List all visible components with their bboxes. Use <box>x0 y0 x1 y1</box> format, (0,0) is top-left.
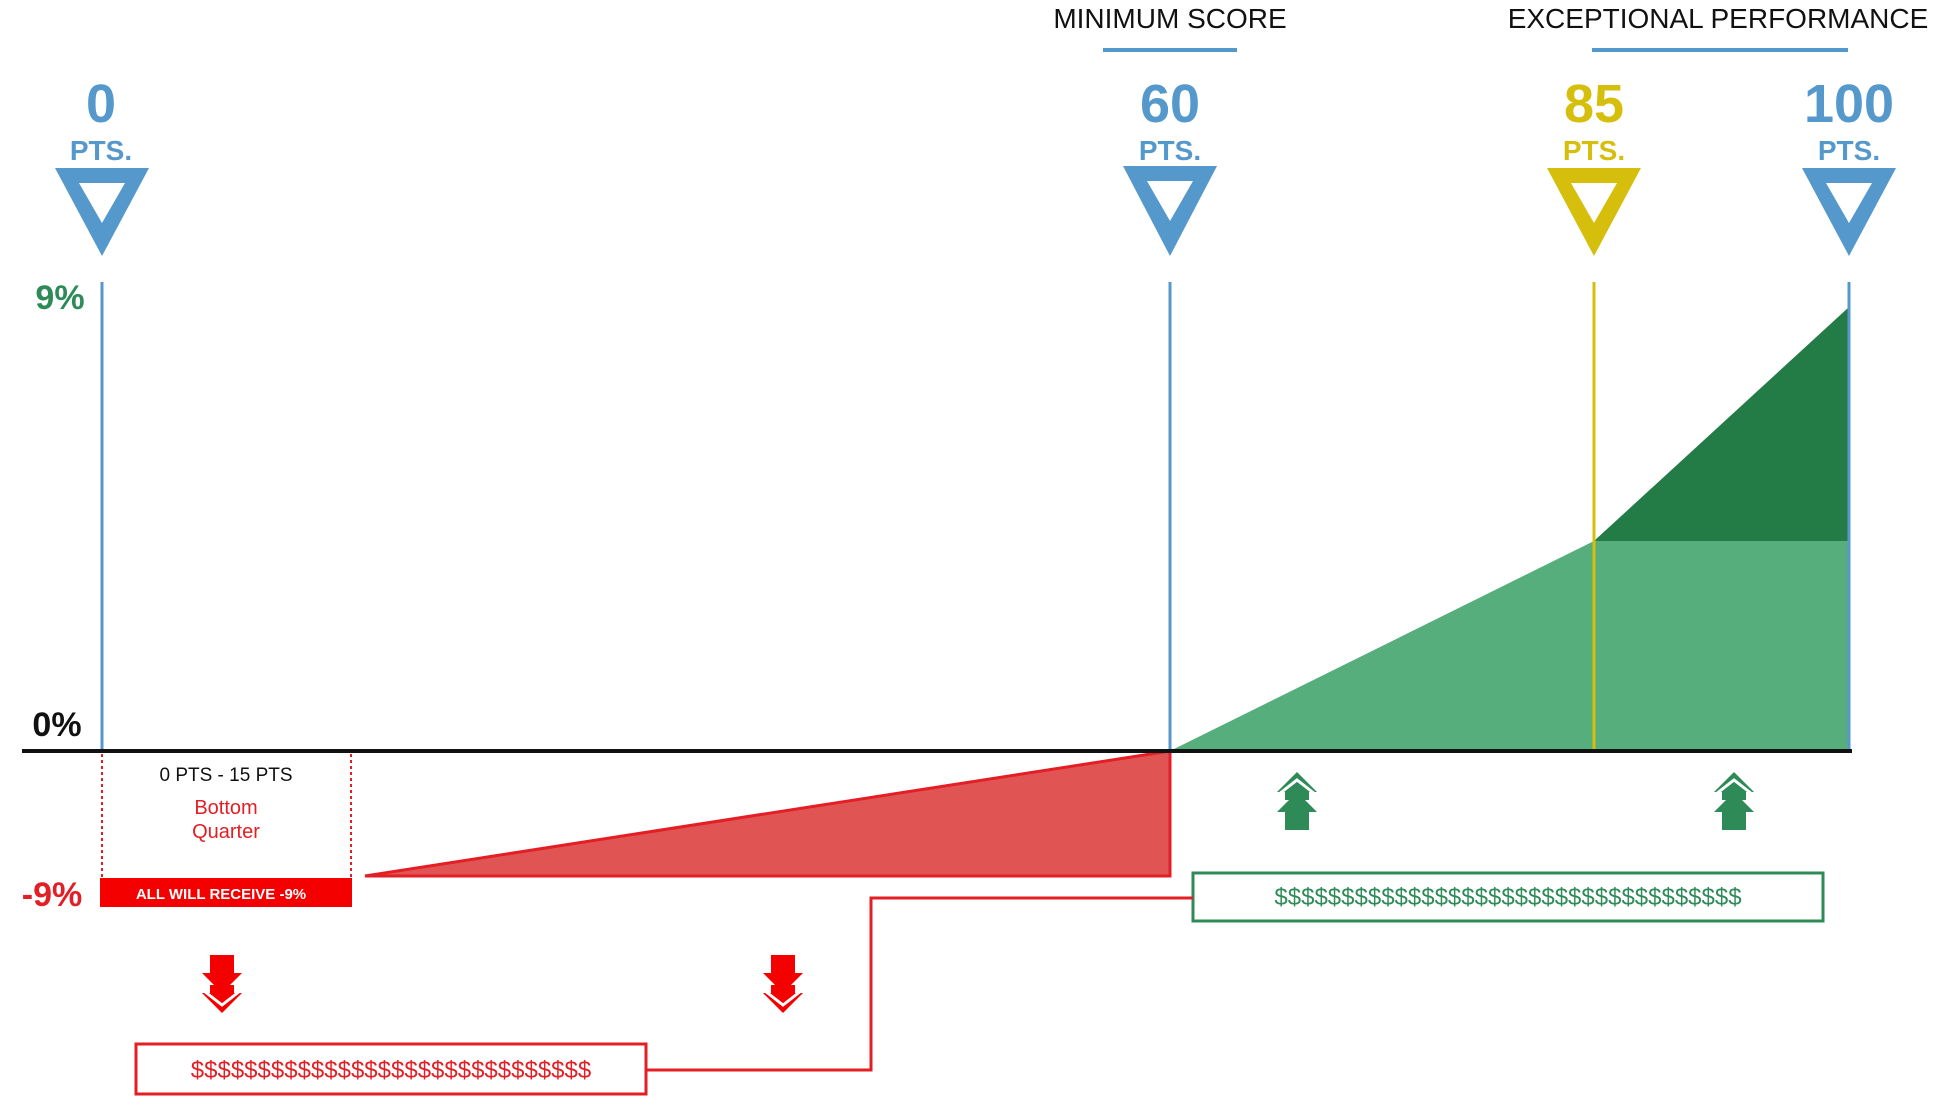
marker-value: 60 <box>1140 74 1200 134</box>
negative-money-text: $$$$$$$$$$$$$$$$$$$$$$$$$$$$$$ <box>191 1057 591 1084</box>
marker-unit: PTS. <box>1139 135 1201 166</box>
minimum-score-header: MINIMUM SCORE <box>1053 3 1286 34</box>
marker-60-pts: 60 PTS. <box>1123 74 1217 256</box>
marker-unit: PTS. <box>70 135 132 166</box>
positive-payout-light-area <box>1170 541 1849 751</box>
triangle-inner <box>1147 181 1193 221</box>
marker-unit: PTS. <box>1818 135 1880 166</box>
negative-money-box <box>134 1042 648 1096</box>
marker-unit: PTS. <box>1563 135 1625 166</box>
triangle-inner <box>1826 183 1872 223</box>
double-chevron-down-icon <box>202 955 242 1013</box>
bottom-quarter-banner <box>100 878 352 907</box>
marker-0-pts: 0 PTS. <box>55 74 149 256</box>
negative-payout-area <box>364 749 1172 878</box>
double-chevron-down-icon <box>763 955 803 1013</box>
y-label-top: 9% <box>35 279 84 317</box>
marker-85-pts: 85 PTS. <box>1547 74 1641 256</box>
negative-connector-line <box>646 896 1193 1072</box>
marker-value: 85 <box>1564 74 1624 134</box>
y-label-zero: 0% <box>32 706 81 744</box>
double-chevron-up-icon <box>1277 772 1317 830</box>
bottom-quarter-range: 0 PTS - 15 PTS <box>159 765 292 786</box>
double-chevron-up-icon <box>1714 772 1754 830</box>
positive-payout-dark-area <box>1594 307 1849 541</box>
marker-value: 100 <box>1804 74 1894 134</box>
bottom-quarter-line1: Bottom <box>194 797 257 819</box>
bottom-quarter-line2: Quarter <box>192 821 260 843</box>
positive-money-text: $$$$$$$$$$$$$$$$$$$$$$$$$$$$$$$$$$$ <box>1274 884 1741 911</box>
bottom-quarter-group: 0 PTS - 15 PTS Bottom Quarter ALL WILL R… <box>100 754 352 907</box>
marker-100-pts: 100 PTS. <box>1802 74 1896 256</box>
triangle-inner <box>79 183 125 223</box>
y-label-bottom: -9% <box>22 876 82 914</box>
marker-value: 0 <box>86 74 116 134</box>
bottom-quarter-banner-text: ALL WILL RECEIVE -9% <box>136 886 306 903</box>
triangle-inner <box>1571 183 1617 223</box>
exceptional-performance-header: EXCEPTIONAL PERFORMANCE <box>1508 3 1929 34</box>
